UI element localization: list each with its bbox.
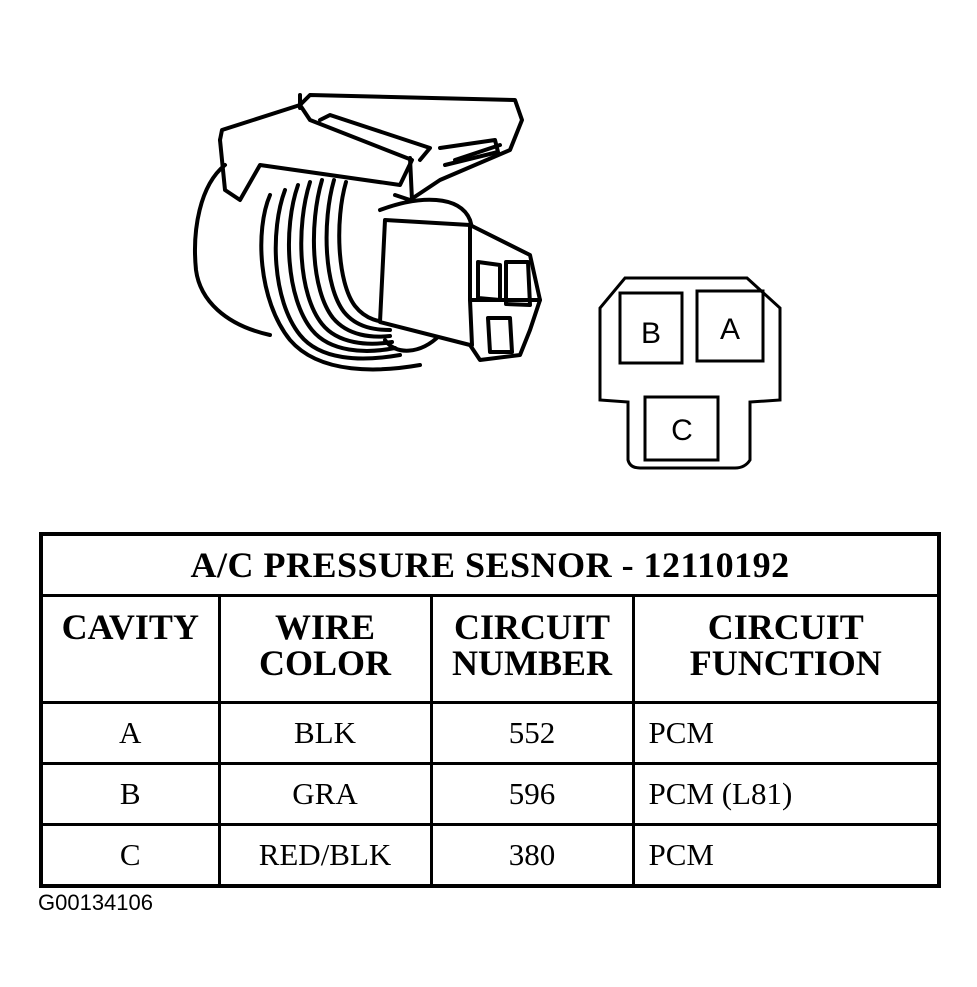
table-title-row: A/C PRESSURE SESNOR - 12110192 (39, 532, 941, 597)
cavity-c-box (643, 395, 720, 462)
cell-cavity: B (39, 762, 221, 826)
cell-circuit-number: 380 (429, 823, 635, 888)
header-cavity: CAVITY (39, 594, 221, 704)
cell-circuit-number: 552 (429, 701, 635, 765)
cell-cavity: A (39, 701, 221, 765)
cell-circuit-function: PCM (631, 701, 941, 765)
cavity-a-box (695, 289, 765, 363)
cell-wire-color: BLK (217, 701, 433, 765)
cavity-b-box (618, 291, 684, 365)
cell-circuit-number: 596 (429, 762, 635, 826)
table-row: B GRA 596 PCM (L81) (39, 762, 941, 826)
cell-cavity: C (39, 823, 221, 888)
cell-circuit-function: PCM (L81) (631, 762, 941, 826)
cell-circuit-function: PCM (631, 823, 941, 888)
connector-face-diagram: B A C (598, 276, 782, 470)
cell-wire-color: GRA (217, 762, 433, 826)
table-row: C RED/BLK 380 PCM (39, 823, 941, 888)
table-title: A/C PRESSURE SESNOR - 12110192 (39, 532, 941, 597)
cell-wire-color: RED/BLK (217, 823, 433, 888)
cavity-c-label: C (671, 414, 693, 447)
pinout-table: A/C PRESSURE SESNOR - 12110192 CAVITY WI… (39, 532, 942, 888)
cavity-a-label: A (720, 313, 740, 346)
cavity-b-label: B (641, 317, 661, 350)
connector-illustration (193, 93, 542, 372)
figure-id: G00134106 (38, 890, 153, 915)
table-row: A BLK 552 PCM (39, 701, 941, 765)
